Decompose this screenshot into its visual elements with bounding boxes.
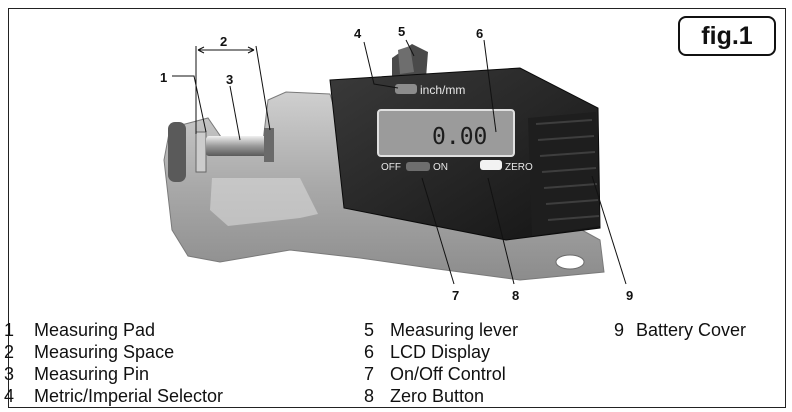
measuring-pin [206,128,274,162]
legend-text: Measuring Pad [34,320,156,340]
lcd-display: 0.00 [377,109,515,157]
selector-button [395,84,417,94]
leader-lines [172,39,627,285]
legend-text: Measuring lever [390,320,519,340]
lcd-reading: 0.00 [432,124,487,150]
measuring-lever [392,44,428,80]
callout-1: 1 [160,70,167,85]
measuring-pad [168,122,207,182]
zero-label: ZERO [505,162,533,173]
measuring-space-bracket [195,45,271,134]
zero-button [480,160,502,170]
selector-label: inch/mm [420,83,465,97]
legend-text: Battery Cover [636,320,747,340]
on-off-switch [406,162,430,171]
legend-text: LCD Display [390,342,491,362]
off-label: OFF [381,162,401,173]
callout-7: 7 [452,288,459,303]
figure-frame [8,8,786,408]
callout-8: 8 [512,288,519,303]
legend-number: 2 [4,342,15,362]
legend-number: 3 [4,364,15,384]
legend-number: 4 [4,386,15,406]
legend-number: 5 [364,320,375,340]
legend-text: Metric/Imperial Selector [34,386,224,406]
legend-text: On/Off Control [390,364,506,384]
figure-label: fig.1 [678,16,776,56]
legend-number: 7 [364,364,375,384]
legend-number: 6 [364,342,375,362]
legend-text: Zero Button [390,386,485,406]
callout-6: 6 [476,26,483,41]
legend-number: 1 [4,320,15,340]
legend-text: Measuring Pin [34,364,150,384]
callout-3: 3 [226,72,233,87]
on-label: ON [433,162,448,173]
legend-number: 9 [614,320,625,340]
callout-9: 9 [626,288,633,303]
battery-cover [528,112,600,236]
legend-text: Measuring Space [34,342,175,362]
legend-number: 8 [364,386,375,406]
callout-4: 4 [354,26,362,41]
callout-2: 2 [220,34,227,49]
callout-5: 5 [398,24,405,39]
